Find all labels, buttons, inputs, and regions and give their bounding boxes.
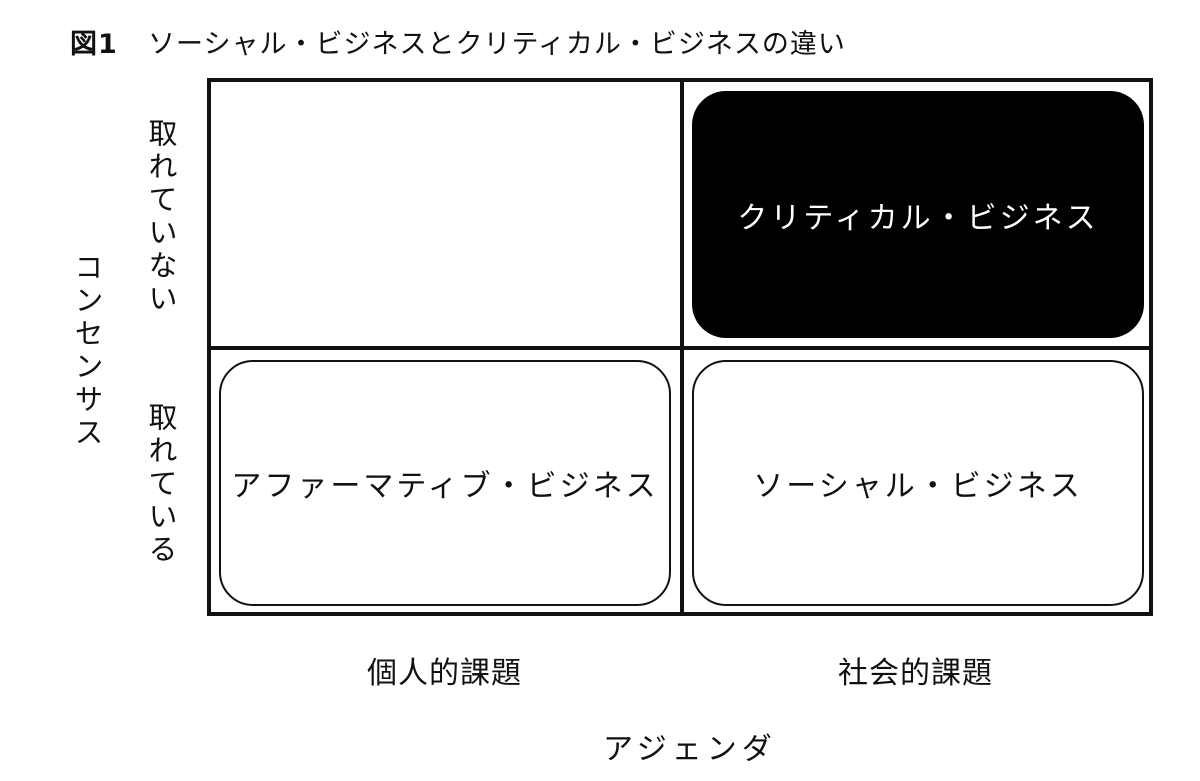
horizontal-divider [207, 346, 1153, 350]
y-axis-label-bottom: 取れている [144, 402, 178, 567]
critical-business-box: クリティカル・ビジネス [692, 91, 1144, 338]
y-axis-title: コンセンサス [70, 252, 104, 450]
social-business-label: ソーシャル・ビジネス [753, 469, 1083, 504]
y-axis-label-top: 取れていない [144, 118, 178, 316]
social-business-box: ソーシャル・ビジネス [692, 360, 1144, 606]
x-axis-label-right: 社会的課題 [838, 656, 993, 691]
affirmative-business-label: アファーマティブ・ビジネス [231, 469, 659, 504]
figure-title: ソーシャル・ビジネスとクリティカル・ビジネスの違い [148, 29, 846, 60]
critical-business-label: クリティカル・ビジネス [737, 200, 1099, 236]
x-axis-label-left: 個人的課題 [367, 656, 522, 691]
x-axis-title: アジェンダ [603, 732, 777, 767]
affirmative-business-box: アファーマティブ・ビジネス [219, 360, 671, 606]
figure-label: 図1 [70, 29, 118, 60]
